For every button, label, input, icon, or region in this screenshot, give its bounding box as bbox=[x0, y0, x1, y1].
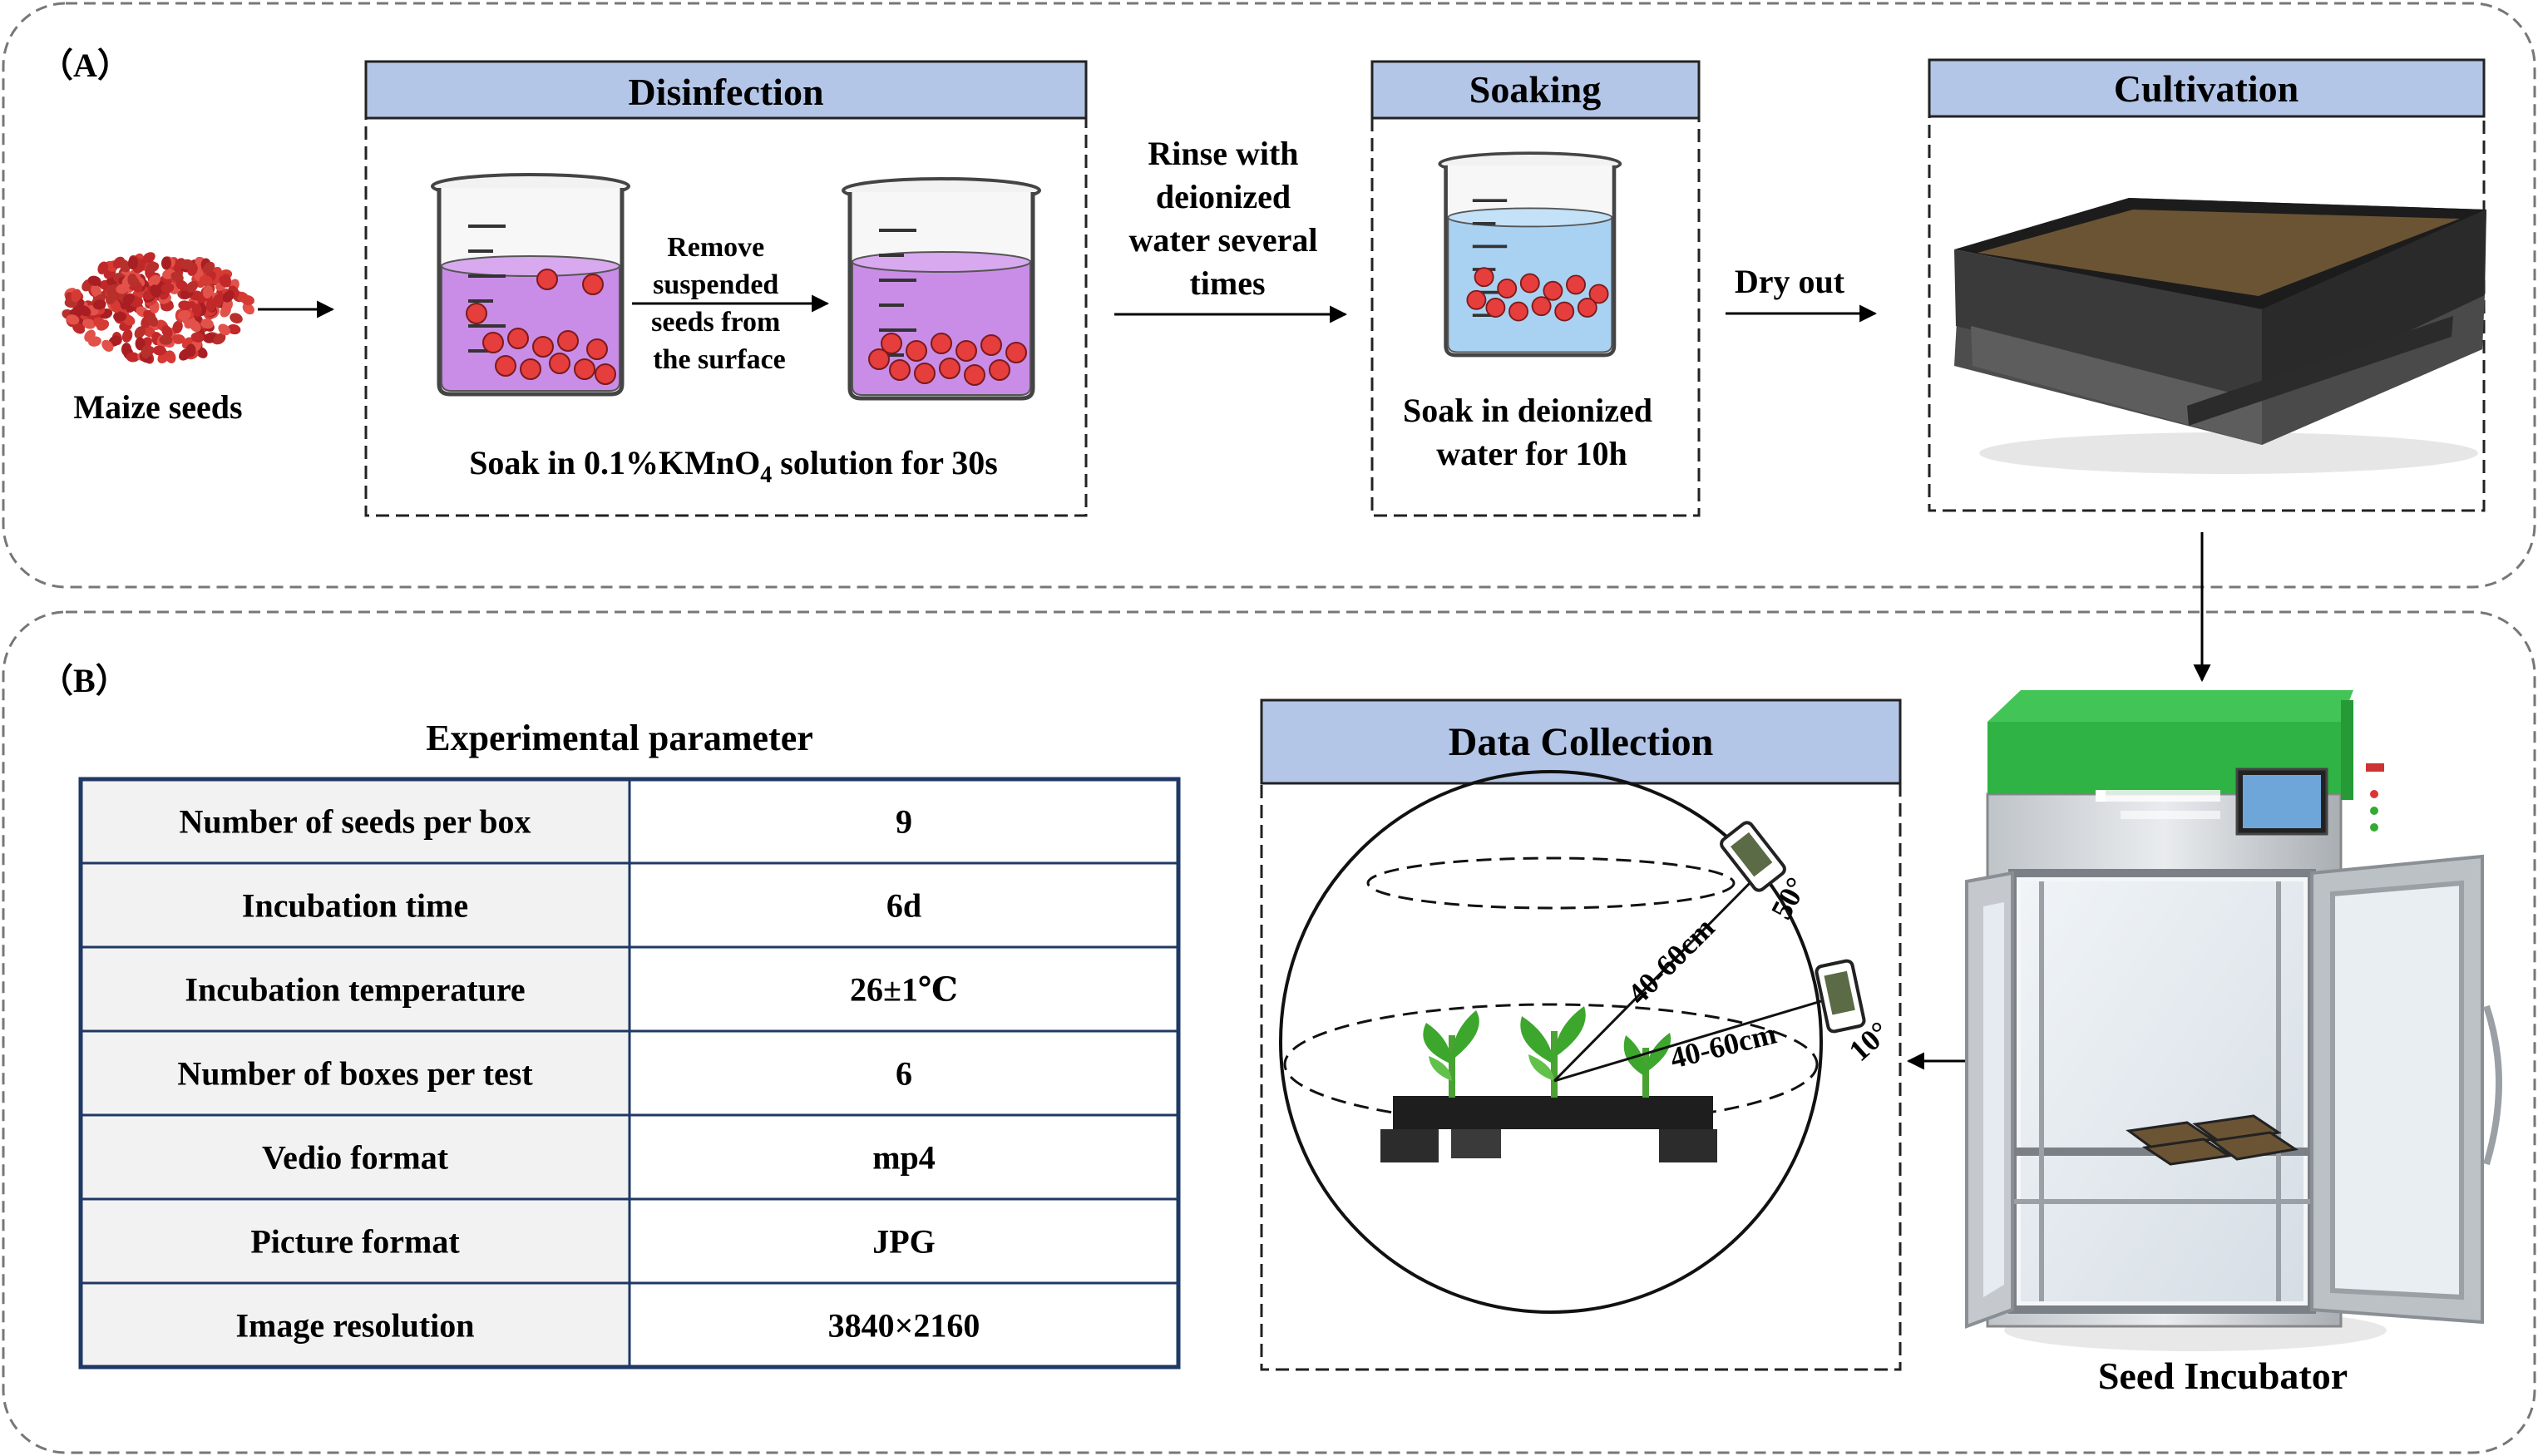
table-row-value: 9 bbox=[896, 803, 912, 841]
dry-text: Dry out bbox=[1735, 263, 1845, 300]
seeds-label: Maize seeds bbox=[73, 388, 242, 426]
seed bbox=[939, 358, 960, 379]
seed bbox=[520, 358, 541, 380]
remove-step-text: Remove suspended seeds from the surface bbox=[651, 232, 788, 375]
seed bbox=[507, 328, 529, 349]
disinfection-caption: Soak in 0.1%KMnO4 solution for 30s bbox=[469, 444, 998, 488]
seed bbox=[1466, 289, 1487, 310]
panel-b-label: （B） bbox=[40, 662, 129, 699]
phone-icon bbox=[1720, 821, 1786, 892]
table-cell-param bbox=[79, 945, 631, 1033]
table-cell-param bbox=[79, 777, 631, 865]
seed bbox=[1519, 273, 1540, 294]
seed bbox=[595, 363, 616, 385]
seed bbox=[989, 359, 1010, 381]
seed bbox=[1508, 301, 1528, 322]
incubator-label: Seed Incubator bbox=[2098, 1355, 2348, 1397]
table-cell-value bbox=[628, 1281, 1180, 1369]
table-row-value: 3840×2160 bbox=[828, 1307, 980, 1345]
seed bbox=[1485, 298, 1506, 318]
table-cell-param bbox=[79, 1029, 631, 1117]
table-cell-param bbox=[79, 1197, 631, 1285]
plant-icon bbox=[1520, 1006, 1586, 1098]
table-row-param: Number of boxes per test bbox=[177, 1055, 533, 1093]
soaking-caption: Soak in deionized water for 10h bbox=[1403, 392, 1661, 472]
table-cell-param bbox=[79, 861, 631, 949]
seed bbox=[1474, 267, 1494, 288]
table-row-value: mp4 bbox=[872, 1139, 936, 1177]
panel-a-frame bbox=[2, 2, 2536, 589]
seed bbox=[906, 340, 927, 362]
table-cell-value bbox=[628, 945, 1180, 1033]
seed bbox=[1588, 284, 1609, 304]
seed bbox=[955, 340, 977, 362]
seed bbox=[889, 359, 911, 381]
disinfection-title-bar bbox=[364, 60, 1088, 120]
cultivation-box bbox=[1928, 115, 2486, 512]
table-row-param: Picture format bbox=[250, 1223, 460, 1261]
table-row-value: 6 bbox=[896, 1055, 912, 1093]
soaking-title: Soaking bbox=[1469, 68, 1602, 111]
seed bbox=[1554, 301, 1575, 322]
table-row-value: 26±1℃ bbox=[850, 971, 958, 1009]
panel-b-frame bbox=[2, 610, 2536, 1454]
beaker-icon bbox=[843, 179, 1039, 398]
panel-a-label: （A） bbox=[40, 47, 131, 84]
seed bbox=[1497, 279, 1518, 299]
seed bbox=[557, 330, 579, 352]
seed bbox=[532, 336, 554, 358]
seed bbox=[466, 303, 487, 324]
seed bbox=[586, 338, 608, 360]
cultivation-title-bar bbox=[1928, 58, 2486, 118]
table-row-param: Vedio format bbox=[262, 1139, 449, 1177]
table-cell-value bbox=[628, 777, 1180, 865]
plant-icon bbox=[1623, 1033, 1671, 1098]
seed bbox=[1566, 274, 1586, 295]
seed bbox=[964, 364, 985, 386]
table-row-param: Number of seeds per box bbox=[180, 803, 531, 841]
seed bbox=[914, 363, 936, 384]
seed bbox=[549, 353, 570, 374]
table-title: Experimental parameter bbox=[426, 718, 813, 758]
phone-icon bbox=[1815, 959, 1866, 1034]
seed bbox=[582, 274, 604, 295]
plant-icon bbox=[1423, 1010, 1479, 1098]
table-row-value: JPG bbox=[872, 1223, 936, 1261]
beaker-icon bbox=[1439, 153, 1620, 355]
seed bbox=[931, 333, 952, 354]
seed bbox=[881, 333, 902, 354]
disinfection-title: Disinfection bbox=[628, 71, 823, 113]
data-collection-title-bar bbox=[1260, 698, 1902, 785]
soaking-title-bar bbox=[1370, 60, 1701, 120]
seed bbox=[482, 332, 504, 353]
rinse-text: Rinse with deionized water several times bbox=[1129, 135, 1326, 302]
table-cell-value bbox=[628, 1113, 1180, 1201]
seed bbox=[980, 334, 1002, 356]
capture-sphere: 40-60cm 40-60cm 50° 10° bbox=[1279, 770, 1896, 1314]
table-cell-param bbox=[79, 1281, 631, 1369]
seed bbox=[1005, 342, 1027, 363]
seed bbox=[868, 348, 890, 370]
seed bbox=[574, 358, 595, 380]
table-row-param: Image resolution bbox=[235, 1307, 474, 1345]
table-row-value: 6d bbox=[886, 887, 921, 925]
distance-lower-label: 40-60cm bbox=[1666, 1017, 1780, 1075]
data-collection-title: Data Collection bbox=[1449, 720, 1714, 764]
seed-pile-icon bbox=[62, 252, 254, 364]
cultivation-title: Cultivation bbox=[2114, 67, 2299, 110]
incubator-icon bbox=[1965, 690, 2502, 1351]
table-row-param: Incubation temperature bbox=[185, 971, 525, 1009]
seed bbox=[536, 269, 558, 290]
seed bbox=[1543, 280, 1563, 301]
beaker-icon bbox=[432, 175, 629, 394]
seed bbox=[1531, 296, 1552, 317]
seed bbox=[1577, 298, 1597, 318]
seed bbox=[495, 355, 516, 377]
tray-icon bbox=[1954, 198, 2486, 474]
table-row-param: Incubation time bbox=[242, 887, 468, 925]
data-collection-box bbox=[1260, 782, 1902, 1371]
distance-upper-label: 40-60cm bbox=[1621, 911, 1721, 1010]
